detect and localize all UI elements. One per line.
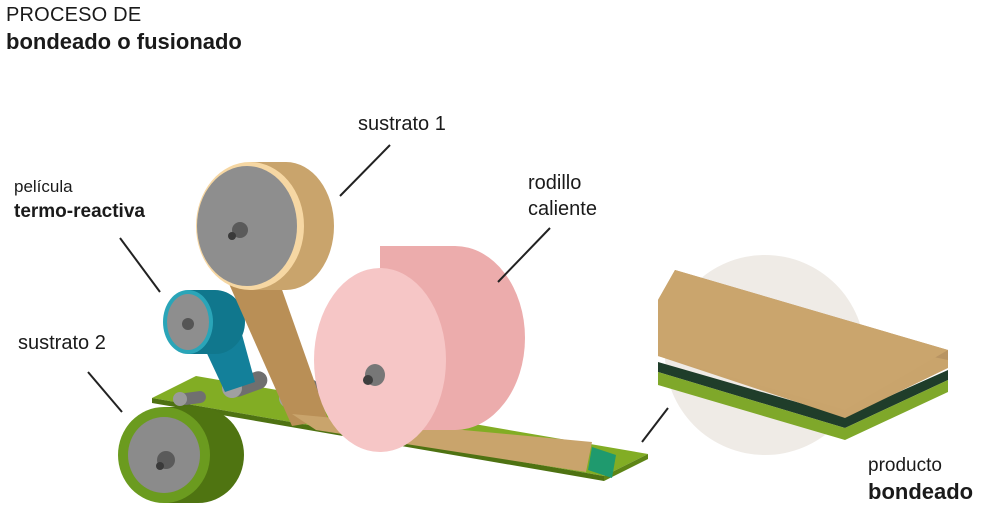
top-substrate-strip <box>222 250 328 426</box>
hot-roller <box>314 246 525 452</box>
label-pelicula-line-2: termo-reactiva <box>14 201 145 222</box>
leader-lines <box>87 144 669 443</box>
label-producto-line-2: bondeado <box>868 479 974 504</box>
substrate-2-roll <box>118 407 244 503</box>
label-rodillo-line-2: caliente <box>528 198 597 220</box>
label-sustrato-2: sustrato 2 <box>18 332 106 354</box>
substrate-1-roll <box>196 162 334 290</box>
title-line-1: PROCESO DE <box>6 4 142 26</box>
bonded-product <box>658 270 948 440</box>
label-pelicula-line-1: película <box>14 177 73 196</box>
label-rodillo-line-1: rodillo <box>528 172 582 194</box>
film-roll <box>163 290 245 354</box>
label-sustrato-1: sustrato 1 <box>358 113 446 135</box>
title-line-2: bondeado o fusionado <box>6 29 242 54</box>
label-producto-line-1: producto <box>868 455 942 476</box>
